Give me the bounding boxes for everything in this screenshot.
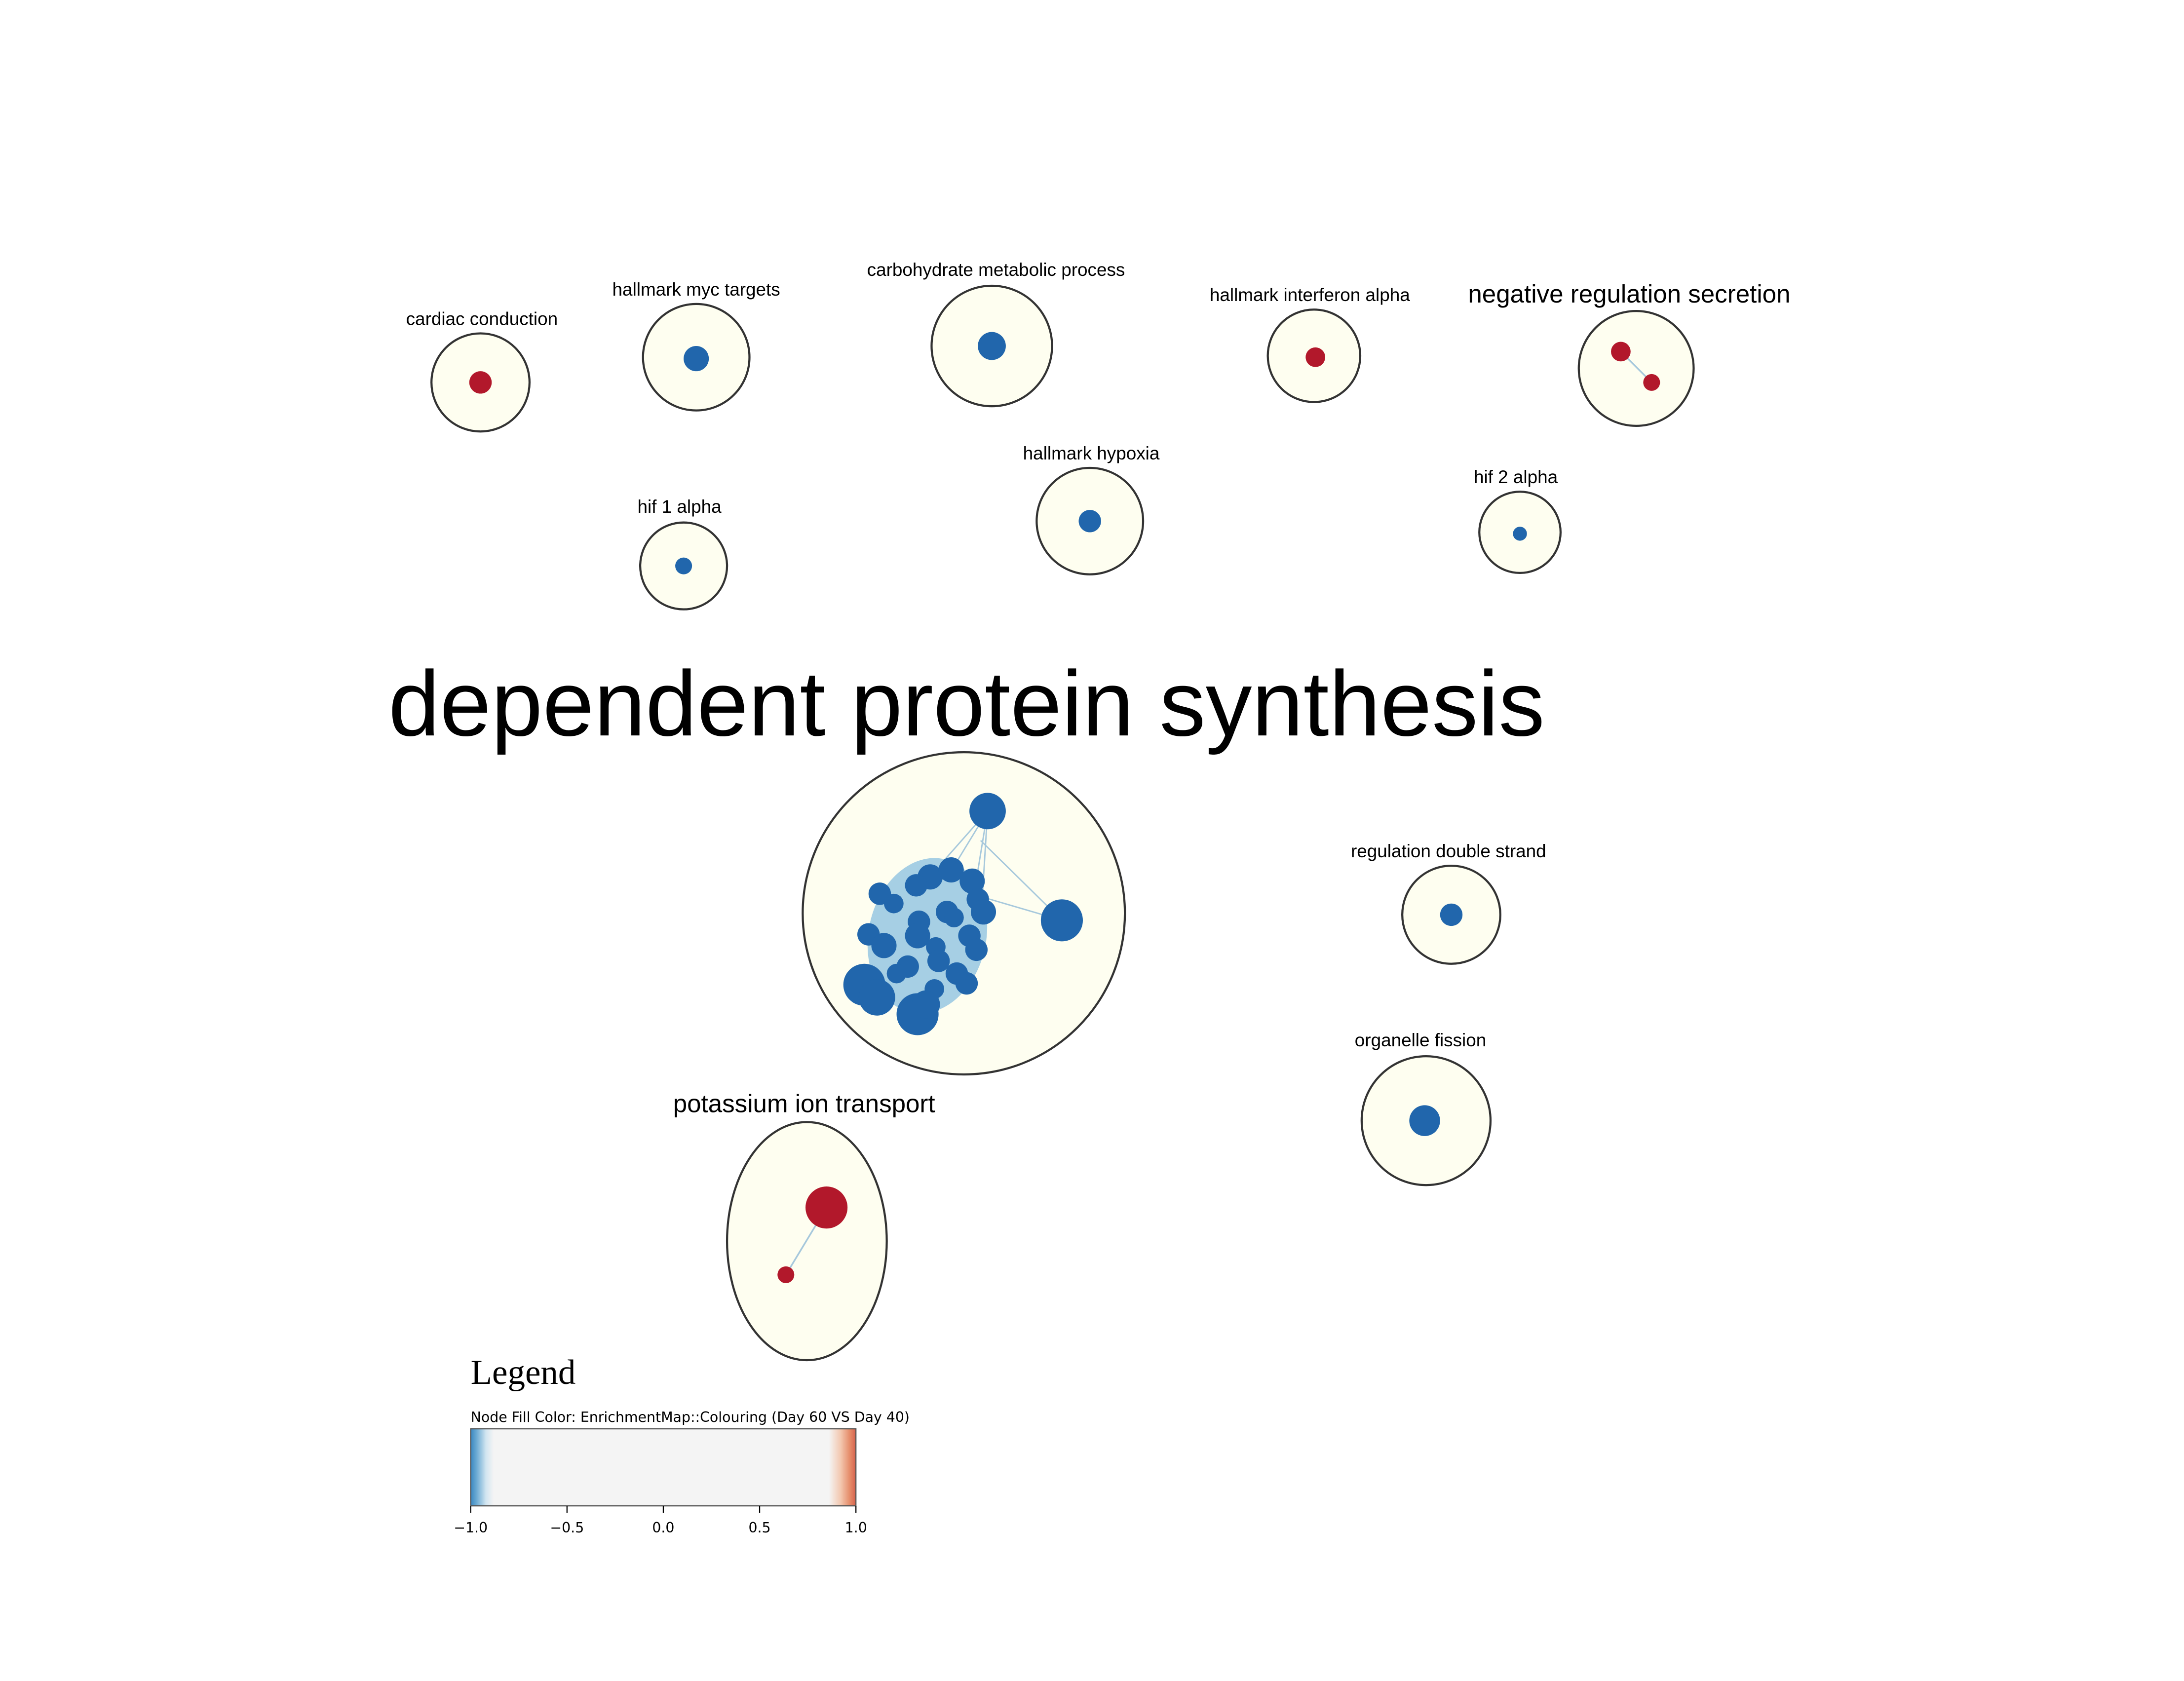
node-up[interactable]	[469, 371, 492, 394]
cluster-potassium-ion-transport[interactable]: potassium ion transport	[673, 1090, 935, 1362]
node-down[interactable]	[978, 332, 1006, 360]
cluster-label: hallmark interferon alpha	[1210, 285, 1410, 305]
node-up[interactable]	[1305, 347, 1326, 367]
legend-tick-label: 0.0	[652, 1520, 674, 1536]
cluster-label: hif 1 alpha	[637, 497, 722, 517]
cluster-hif-1-alpha[interactable]: hif 1 alpha	[637, 497, 728, 611]
node-down	[883, 893, 904, 914]
cluster-regulation-double-strand[interactable]: regulation double strand	[1351, 841, 1546, 965]
cluster-label: cardiac conduction	[406, 308, 558, 329]
cluster-label: regulation double strand	[1351, 841, 1546, 861]
node-down	[1040, 899, 1083, 942]
node-down	[965, 938, 988, 961]
cluster-boundary	[1577, 309, 1695, 427]
node-down	[944, 908, 964, 927]
cluster-label: negative regulation secretion	[1468, 280, 1790, 308]
cluster-hallmark-interferon-alpha[interactable]: hallmark interferon alpha	[1210, 285, 1410, 403]
node-down[interactable]	[1409, 1105, 1440, 1136]
node-down	[905, 923, 930, 949]
node-down	[871, 933, 897, 958]
node-down	[927, 950, 950, 972]
cluster-label: carbohydrate metabolic process	[867, 260, 1125, 280]
node-down[interactable]	[684, 346, 709, 372]
node-up[interactable]	[777, 1266, 795, 1283]
node-down[interactable]	[1078, 510, 1101, 533]
node-down	[959, 868, 985, 894]
cluster-label: hallmark myc targets	[613, 279, 780, 300]
node-down[interactable]	[1440, 903, 1463, 926]
blue-node-group[interactable]	[843, 793, 1083, 1035]
node-down	[955, 972, 978, 995]
cluster-hallmark-hypoxia[interactable]: hallmark hypoxia	[1023, 443, 1160, 575]
cluster-hallmark-myc-targets[interactable]: hallmark myc targets	[613, 279, 780, 412]
cluster-label: potassium ion transport	[673, 1090, 935, 1118]
node-down[interactable]	[1513, 527, 1527, 541]
node-up[interactable]	[805, 1186, 848, 1229]
node-down	[858, 979, 895, 1016]
cluster-label: hif 2 alpha	[1474, 467, 1558, 487]
legend-tick-label: 0.5	[748, 1520, 770, 1536]
cluster-hif-2-alpha[interactable]: hif 2 alpha	[1474, 467, 1562, 574]
node-up[interactable]	[1643, 374, 1660, 391]
node-down	[969, 793, 1006, 830]
node-up[interactable]	[1611, 342, 1631, 362]
node-down	[912, 990, 940, 1019]
legend-tick-label: −1.0	[454, 1520, 488, 1536]
cluster-carbohydrate-metabolic-process[interactable]: carbohydrate metabolic process	[867, 260, 1125, 408]
cluster-dependent-protein-synthesis[interactable]: dependent protein synthesis	[388, 651, 1545, 1076]
legend-ticks	[470, 1506, 857, 1513]
legend-subtitle: Node Fill Color: EnrichmentMap::Colourin…	[471, 1409, 910, 1425]
cluster-negative-regulation-secretion[interactable]: negative regulation secretion	[1468, 280, 1790, 427]
node-down	[970, 899, 996, 925]
legend-color-bar	[470, 1428, 857, 1507]
legend: Legend Node Fill Color: EnrichmentMap::C…	[454, 1353, 910, 1536]
node-down	[905, 874, 927, 897]
node-down	[886, 963, 907, 984]
cluster-organelle-fission[interactable]: organelle fission	[1355, 1030, 1492, 1186]
cluster-label: organelle fission	[1355, 1030, 1486, 1050]
node-down	[938, 857, 964, 883]
legend-title: Legend	[471, 1353, 576, 1392]
cluster-label-large: dependent protein synthesis	[388, 651, 1545, 755]
cluster-cardiac-conduction[interactable]: cardiac conduction	[406, 308, 558, 433]
cluster-label: hallmark hypoxia	[1023, 443, 1160, 463]
legend-tick-label: 1.0	[845, 1520, 867, 1536]
legend-tick-label: −0.5	[550, 1520, 584, 1536]
node-down[interactable]	[675, 557, 692, 574]
